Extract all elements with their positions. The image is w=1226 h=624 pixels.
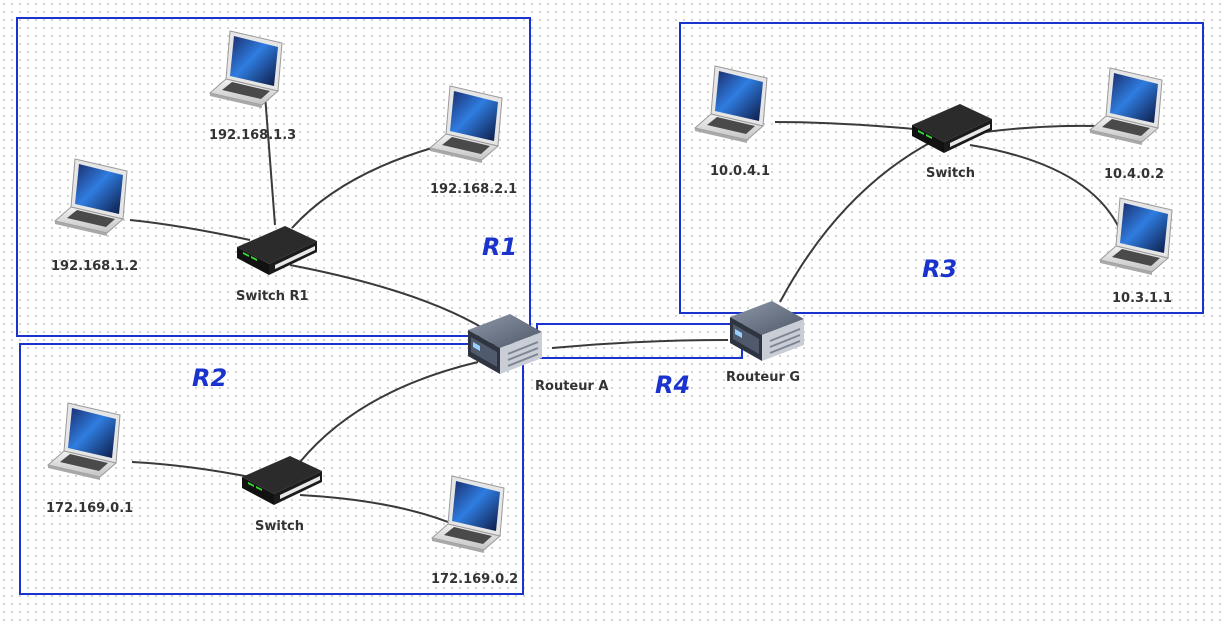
host-label: 172.169.0.2 (431, 572, 518, 587)
switch-label: Switch (255, 519, 304, 534)
switch-label: Switch R1 (236, 289, 309, 304)
zone-r2-box (19, 343, 524, 595)
link-switch-r3-host-right (984, 124, 1096, 133)
router-label: Routeur G (726, 370, 800, 385)
host-label: 172.169.0.1 (46, 501, 133, 516)
laptop-icon (209, 30, 283, 109)
link-switch-r3-host-left (774, 121, 926, 131)
laptop-icon (431, 475, 505, 554)
switch-icon (242, 456, 322, 505)
host-label: 10.3.1.1 (1112, 291, 1172, 306)
zone-label-r4: R4 (655, 371, 690, 399)
laptop-icon (694, 65, 768, 144)
link-switch-r1-host-left (129, 219, 251, 241)
zone-label-r1: R1 (482, 233, 517, 261)
link-switch-r2-host-right (299, 494, 449, 523)
link-switch-r3-host-bottom (969, 144, 1121, 231)
host-label: 10.4.0.2 (1104, 167, 1164, 182)
laptop-icon (1089, 67, 1163, 146)
laptop-icon (54, 158, 128, 237)
zone-label-r2: R2 (192, 364, 227, 392)
link-switch-r2-host-left (131, 461, 256, 479)
zone-label-r3: R3 (922, 255, 957, 283)
zone-r3-box (679, 22, 1204, 314)
host-label: 10.0.4.1 (710, 164, 770, 179)
link-switch-r1-router-a (289, 264, 487, 331)
host-label: 192.168.1.3 (209, 128, 296, 143)
host-label: 192.168.2.1 (430, 182, 517, 197)
link-switch-r1-host-top (264, 94, 276, 226)
link-router-a-router-g (551, 339, 729, 349)
link-switch-r1-host-right (291, 147, 433, 229)
laptop-icon (1099, 197, 1173, 276)
link-router-a-switch-r2 (299, 361, 479, 463)
host-label: 192.168.1.2 (51, 259, 138, 274)
link-router-g-switch-r3 (779, 139, 936, 303)
switch-label: Switch (926, 166, 975, 181)
laptop-icon (429, 85, 503, 164)
router-label: Routeur A (535, 379, 608, 394)
zone-r1-box (16, 17, 531, 337)
laptop-icon (47, 402, 121, 481)
